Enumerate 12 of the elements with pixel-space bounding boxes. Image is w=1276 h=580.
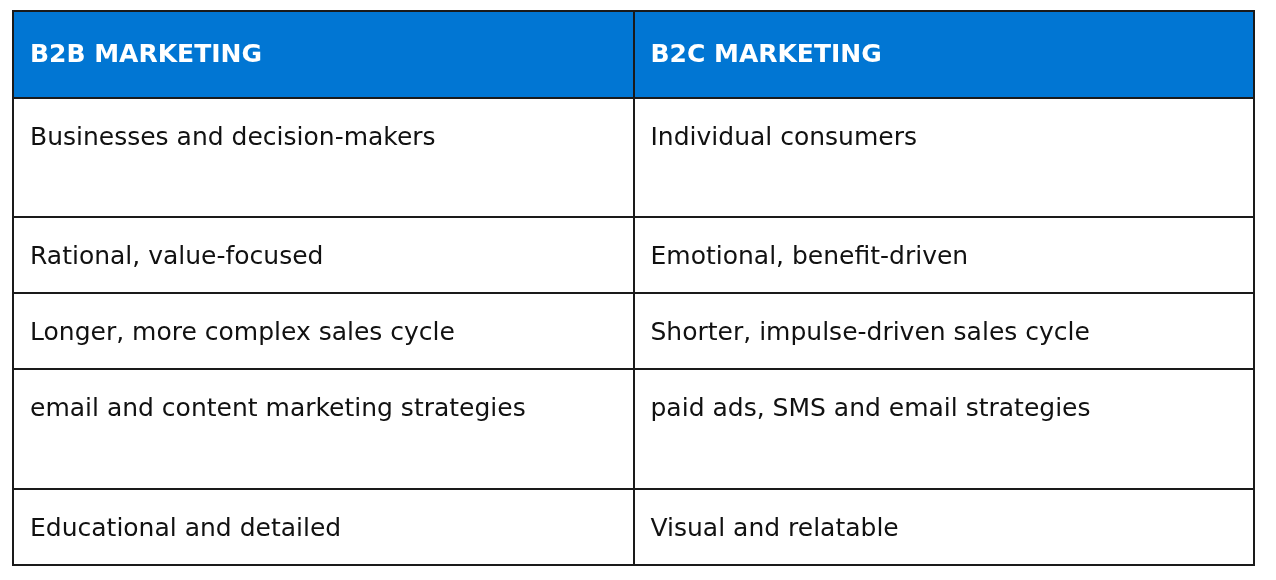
table-cell: Shorter, impulse-driven sales cycle: [633, 293, 1254, 369]
table-cell: Rational, value-focused: [13, 217, 634, 293]
table-cell: Businesses and decision-makers: [13, 98, 634, 217]
table-cell: paid ads, SMS and email strategies: [633, 369, 1254, 489]
table-cell: Longer, more complex sales cycle: [13, 293, 634, 369]
table-cell: email and content marketing strategies: [13, 369, 634, 489]
table-cell: Individual consumers: [633, 98, 1254, 217]
table-cell: Emotional, benefit-driven: [633, 217, 1254, 293]
table-cell: Educational and detailed: [13, 489, 634, 565]
table-cell: Visual and relatable: [633, 489, 1254, 565]
column-header: B2C MARKETING: [633, 11, 1254, 98]
column-header: B2B MARKETING: [13, 11, 634, 98]
